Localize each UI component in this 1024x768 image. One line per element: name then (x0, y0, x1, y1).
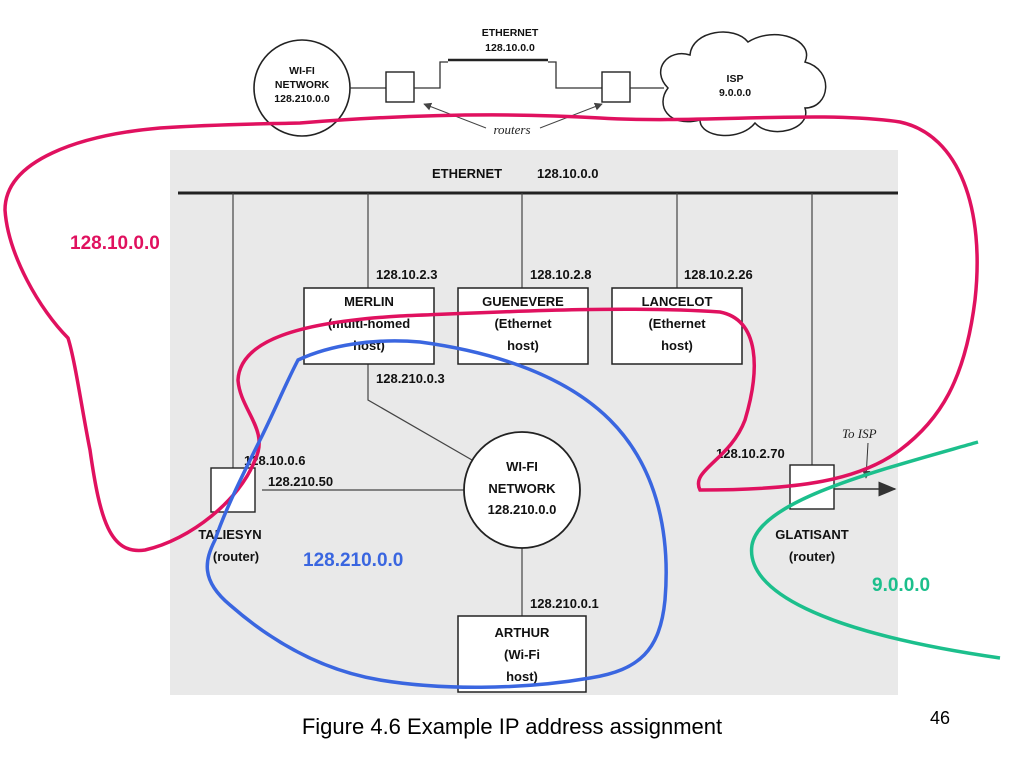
figure-caption: Figure 4.6 Example IP address assignment (301, 714, 723, 739)
wifi-line2: NETWORK (488, 481, 556, 496)
top-wifi-line1: WI-FI (289, 65, 315, 77)
guenevere-line2: (Ethernet (494, 316, 552, 331)
top-isp-label: ISP (727, 73, 744, 85)
top-ethernet-addr: 128.10.0.0 (485, 42, 535, 54)
guenevere-addr: 128.10.2.8 (530, 267, 591, 282)
wifi-line1: WI-FI (506, 459, 538, 474)
page-number: 46 (930, 708, 951, 728)
green-network-outline (749, 440, 1001, 660)
merlin-addr: 128.10.2.3 (376, 267, 437, 282)
merlin-name: MERLIN (344, 294, 394, 309)
diagram-background (170, 150, 898, 695)
glatisant-name: GLATISANT (775, 527, 848, 542)
top-router-right (601, 71, 631, 103)
glatisant-addr: 128.10.2.70 (716, 446, 785, 461)
guenevere-box (457, 287, 589, 365)
blue-network-outline (205, 339, 668, 690)
top-ethernet-label: ETHERNET (482, 27, 539, 39)
top-wifi-addr: 128.210.0.0 (274, 93, 330, 105)
wifi-addr: 128.210.0.0 (488, 502, 557, 517)
to-isp-pointer (862, 442, 871, 479)
lancelot-addr: 128.10.2.26 (684, 267, 753, 282)
arthur-name: ARTHUR (495, 625, 550, 640)
taliesyn-role: (router) (213, 549, 259, 564)
top-isp-addr: 9.0.0.0 (719, 87, 751, 99)
main-ethernet-addr: 128.10.0.0 (537, 166, 598, 181)
guenevere-line3: host) (507, 338, 539, 353)
routers-label: routers (493, 122, 530, 137)
lancelot-line2: (Ethernet (648, 316, 706, 331)
to-isp-label: To ISP (842, 426, 877, 441)
top-wifi-line2: NETWORK (275, 79, 330, 91)
blue-network-label: 128.210.0.0 (303, 550, 403, 571)
top-router-left (385, 71, 415, 103)
arthur-box (457, 615, 587, 693)
guenevere-name: GUENEVERE (482, 294, 564, 309)
lancelot-box (611, 287, 743, 365)
wifi-network-circle (463, 431, 581, 549)
top-topology: WI-FI NETWORK 128.210.0.0 ETHERNET 128.1… (253, 27, 827, 137)
main-ethernet-label: ETHERNET (432, 166, 502, 181)
red-network-label: 128.10.0.0 (70, 233, 160, 254)
merlin-addr2: 128.210.0.3 (376, 371, 445, 386)
green-network-label: 9.0.0.0 (872, 575, 930, 596)
lancelot-name: LANCELOT (642, 294, 713, 309)
taliesyn-addr1: 128.10.0.6 (244, 453, 305, 468)
taliesyn-name: TALIESYN (198, 527, 261, 542)
glatisant-role: (router) (789, 549, 835, 564)
arthur-line2: (Wi-Fi (504, 647, 540, 662)
arthur-addr: 128.210.0.1 (530, 596, 599, 611)
taliesyn-addr2: 128.210.50 (268, 474, 333, 489)
red-network-outline (3, 113, 979, 553)
isp-cloud-icon (660, 31, 827, 137)
arthur-line3: host) (506, 669, 538, 684)
lancelot-line3: host) (661, 338, 693, 353)
